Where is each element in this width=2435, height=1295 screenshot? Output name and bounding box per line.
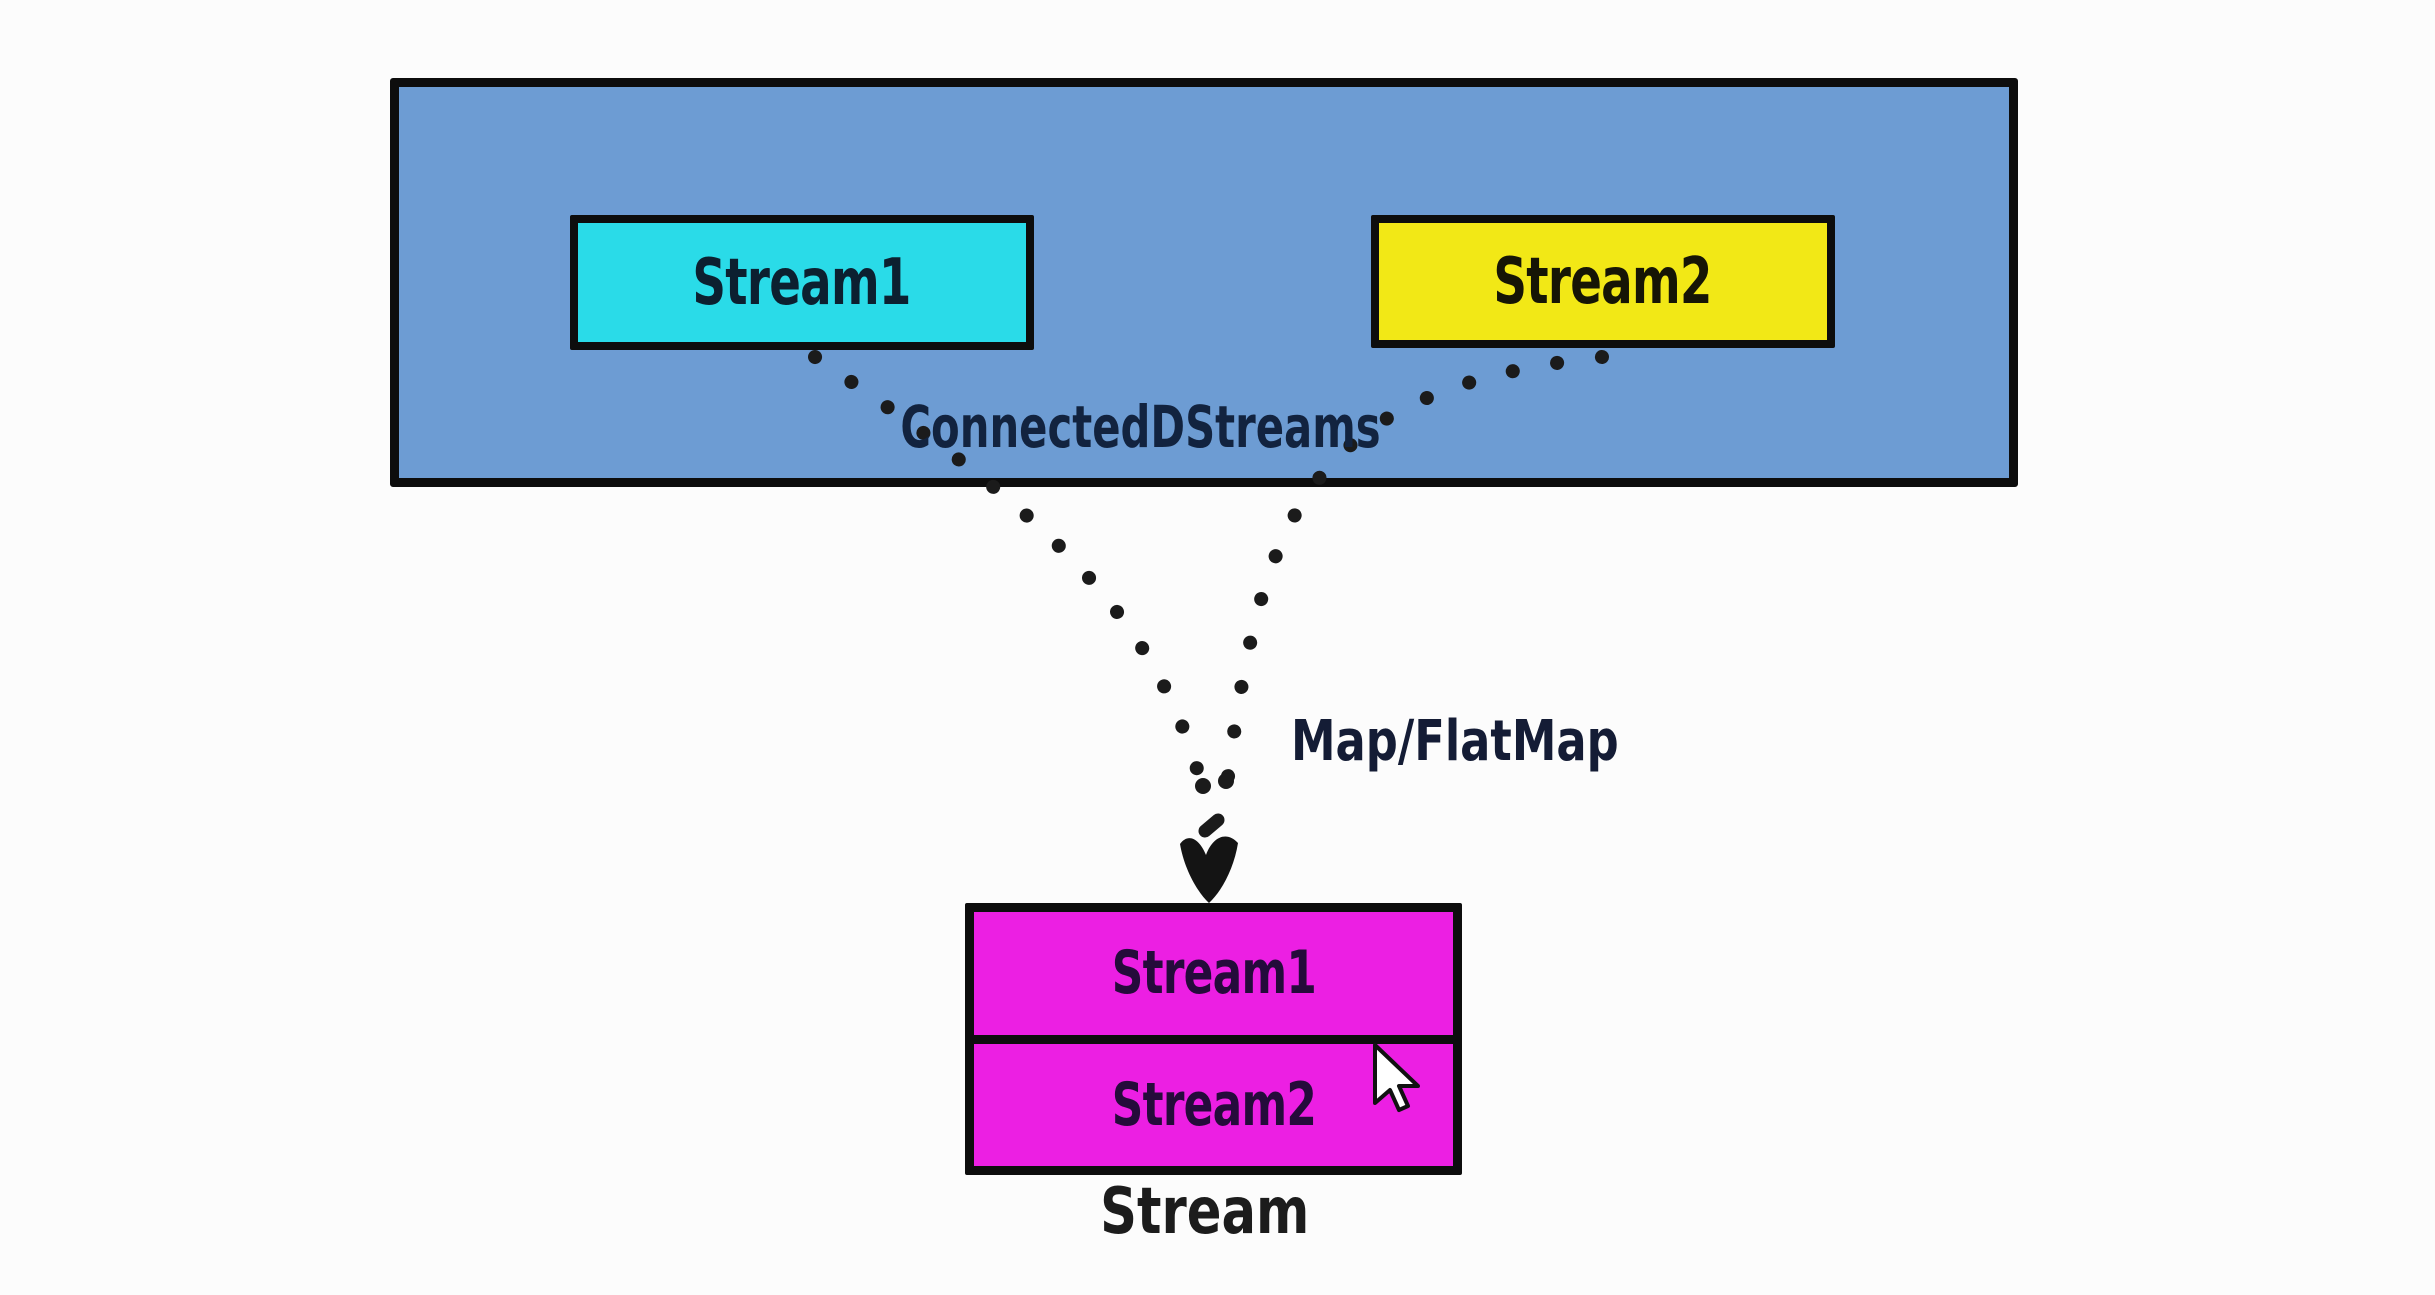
arrowhead-down-icon xyxy=(1180,836,1238,903)
merged-stream1-label: Stream1 xyxy=(1111,938,1316,1009)
stream2-source-box: Stream2 xyxy=(1371,215,1835,348)
merged-stream-box: Stream1 Stream2 xyxy=(965,903,1462,1175)
stream1-source-box: Stream1 xyxy=(570,215,1034,350)
stream1-source-label: Stream1 xyxy=(692,245,912,320)
flow-dot xyxy=(1195,778,1211,794)
map-flatmap-label: Map/FlatMap xyxy=(1270,708,1640,774)
merged-stream2-label: Stream2 xyxy=(1111,1069,1316,1140)
merged-row-stream2: Stream2 xyxy=(974,1044,1453,1167)
stream2-source-label: Stream2 xyxy=(1493,244,1713,319)
map-flatmap-text: Map/FlatMap xyxy=(1291,708,1619,774)
stream-caption: Stream xyxy=(1005,1175,1405,1249)
merged-row-stream1: Stream1 xyxy=(974,912,1453,1044)
stream-caption-text: Stream xyxy=(1100,1175,1310,1249)
flow-dash xyxy=(1198,813,1225,838)
connected-dstreams-text: ConnectedDStreams xyxy=(899,393,1381,461)
flow-dot xyxy=(1218,773,1234,789)
connected-dstreams-label: ConnectedDStreams xyxy=(850,392,1430,462)
